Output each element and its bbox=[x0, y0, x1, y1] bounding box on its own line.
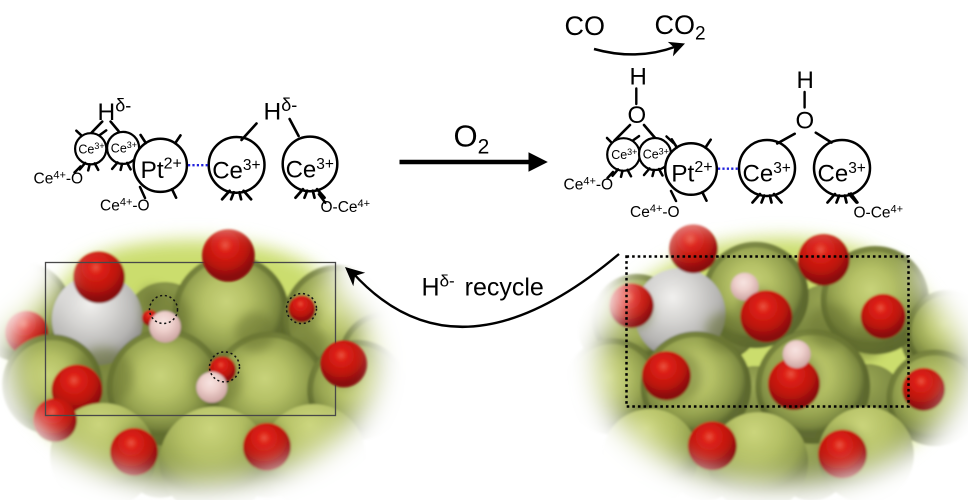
svg-text:O: O bbox=[796, 108, 815, 135]
svg-text:Ce3+: Ce3+ bbox=[286, 156, 334, 184]
svg-text:O: O bbox=[628, 102, 647, 129]
svg-text:Ce4+-O: Ce4+-O bbox=[100, 197, 150, 215]
svg-text:Ce4+-O: Ce4+-O bbox=[34, 170, 84, 188]
svg-text:H: H bbox=[797, 67, 814, 94]
svg-text:Ce4+-O: Ce4+-O bbox=[630, 203, 680, 221]
svg-text:Ce4+-O: Ce4+-O bbox=[564, 176, 614, 194]
svg-text:CO: CO bbox=[565, 11, 606, 41]
svg-text:CO2: CO2 bbox=[655, 10, 706, 45]
svg-text:H: H bbox=[630, 64, 647, 91]
